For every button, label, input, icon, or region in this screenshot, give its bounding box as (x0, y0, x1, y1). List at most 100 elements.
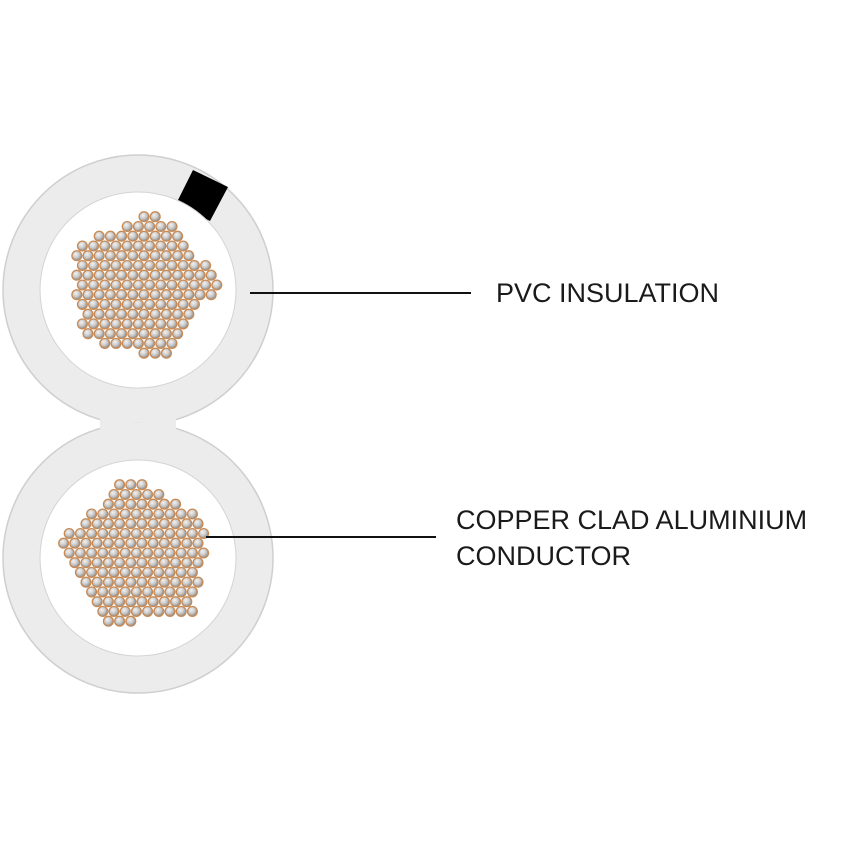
conductor-strand (110, 240, 122, 252)
conductor-strand (181, 537, 193, 549)
conductor-strand (91, 576, 103, 588)
conductor-strand (144, 240, 156, 252)
conductor-strand (186, 605, 198, 617)
conductor-strand (80, 537, 92, 549)
conductor-strand (63, 527, 75, 540)
conductor-strand (186, 566, 198, 578)
conductor-strand (121, 279, 133, 291)
bottom-conductor-strands (58, 479, 210, 627)
conductor-strand (138, 308, 150, 320)
conductor-strand (119, 605, 131, 617)
conductor-strand (76, 240, 88, 252)
conductor-strand (130, 527, 142, 540)
conductor-strand (110, 279, 122, 291)
conductor-strand (108, 586, 120, 598)
conductor-strand (192, 576, 204, 588)
conductor-strand (164, 586, 176, 598)
conductor-strand (142, 488, 154, 501)
conductor-strand (144, 220, 156, 233)
conductor-strand (58, 537, 70, 549)
conductor-strand (158, 557, 170, 569)
conductor-strand (175, 508, 187, 520)
conductor-strand (82, 289, 94, 301)
conductor-strand (93, 230, 105, 242)
conductor-strand (170, 537, 182, 549)
conductor-strand (99, 279, 111, 291)
conductor-strand (138, 250, 150, 262)
conductor-strand (147, 596, 159, 608)
conductor-label: COPPER CLAD ALUMINIUM CONDUCTOR (456, 502, 807, 574)
conductor-strand (205, 289, 217, 301)
conductor-strand (175, 605, 187, 617)
conductor-strand (108, 605, 120, 617)
conductor-strand (125, 537, 137, 549)
conductor-strand (130, 605, 142, 617)
conductor-strand (114, 615, 126, 627)
conductor-strand (76, 279, 88, 291)
conductor-strand (82, 308, 94, 320)
conductor-strand (170, 576, 182, 588)
conductor-strand (177, 240, 189, 252)
conductor-strand (147, 557, 159, 569)
conductor-strand (121, 298, 133, 310)
conductor-strand (104, 308, 116, 320)
conductor-strand (119, 566, 131, 578)
conductor-strand (93, 289, 105, 301)
conductor-strand (119, 527, 131, 540)
conductor-strand (186, 508, 198, 520)
conductor-strand (153, 508, 165, 520)
conductor-strand (160, 308, 172, 320)
conductor-strand (170, 596, 182, 608)
conductor-strand (82, 328, 94, 340)
conductor-strand (86, 586, 98, 598)
conductor-strand (164, 527, 176, 540)
conductor-strand (108, 547, 120, 559)
conductor-strand (99, 240, 111, 252)
conductor-strand (192, 557, 204, 569)
conductor-strand (136, 537, 148, 549)
conductor-strand (102, 596, 114, 608)
conductor-strand (181, 596, 193, 608)
conductor-strand (125, 615, 137, 627)
conductor-strand (110, 298, 122, 310)
conductor-strand (71, 250, 83, 262)
conductor-strand (76, 298, 88, 310)
conductor-strand (102, 557, 114, 569)
conductor-strand (125, 576, 137, 588)
conductor-strand (116, 289, 128, 301)
conductor-strand (153, 488, 165, 501)
conductor-strand (149, 230, 161, 242)
conductor-strand (127, 308, 139, 320)
conductor-strand (166, 337, 178, 349)
conductor-strand (181, 518, 193, 530)
conductor-label-line2: CONDUCTOR (456, 541, 631, 571)
conductor-strand (71, 269, 83, 281)
conductor-strand (132, 259, 144, 272)
conductor-strand (160, 289, 172, 301)
conductor-strand (99, 298, 111, 310)
conductor-strand (144, 318, 156, 330)
conductor-strand (172, 289, 184, 301)
conductor-strand (132, 220, 144, 233)
conductor-strand (183, 289, 195, 301)
conductor-strand (192, 537, 204, 549)
conductor-strand (200, 259, 212, 272)
conductor-strand (116, 269, 128, 281)
conductor-strand (121, 318, 133, 330)
conductor-strand (88, 279, 100, 291)
conductor-strand (200, 279, 212, 291)
conductor-strand (88, 298, 100, 310)
conductor-strand (99, 259, 111, 272)
conductor-strand (127, 269, 139, 281)
conductor-strand (144, 337, 156, 349)
conductor-strand (132, 337, 144, 349)
conductor-strand (142, 547, 154, 559)
conductor-strand (125, 479, 137, 491)
conductor-strand (136, 498, 148, 510)
conductor-strand (130, 547, 142, 559)
conductor-strand (116, 230, 128, 242)
conductor-strand (205, 269, 217, 281)
conductor-strand (164, 605, 176, 617)
conductor-strand (127, 250, 139, 262)
conductor-strand (108, 488, 120, 501)
